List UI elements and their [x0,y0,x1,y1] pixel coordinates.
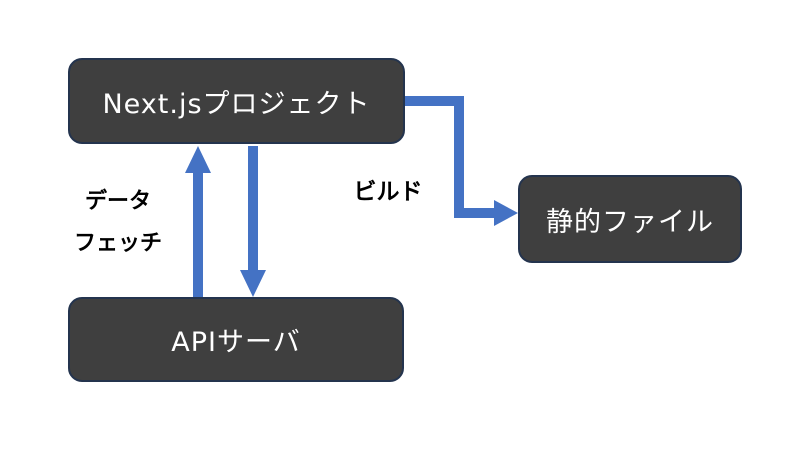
build-arrow-head [494,200,518,226]
edge-label-data-fetch-line1: データ [84,189,151,214]
node-api-server: APIサーバ [68,297,404,382]
node-nextjs-project: Next.jsプロジェクト [68,58,405,144]
data-fetch-down-arrow [240,146,266,297]
node-api-server-label: APIサーバ [171,327,301,358]
node-nextjs-project-label: Next.jsプロジェクト [102,88,371,120]
data-fetch-up-arrow [185,146,211,297]
edge-label-build: ビルド [353,179,423,205]
node-static-files: 静的ファイル [518,175,742,263]
edge-label-data-fetch-line2: フェッチ [73,231,162,256]
edge-label-data-fetch: データ フェッチ [62,181,174,265]
node-static-files-label: 静的ファイル [546,206,714,238]
